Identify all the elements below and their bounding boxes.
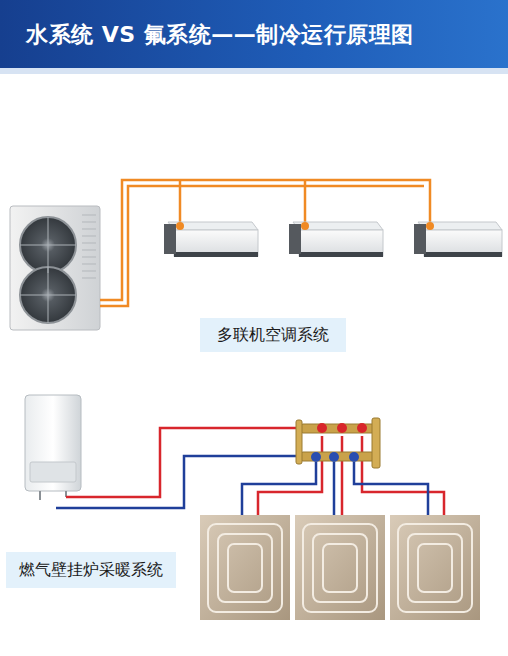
label-box: 燃气壁挂炉采暖系统 — [6, 552, 176, 588]
label-box: 多联机空调系统 — [200, 318, 346, 352]
page-title: 水系统 VS 氟系统——制冷运行原理图 — [26, 20, 414, 50]
label-text: 多联机空调系统 — [217, 325, 329, 346]
label-text: 燃气壁挂炉采暖系统 — [19, 560, 163, 581]
